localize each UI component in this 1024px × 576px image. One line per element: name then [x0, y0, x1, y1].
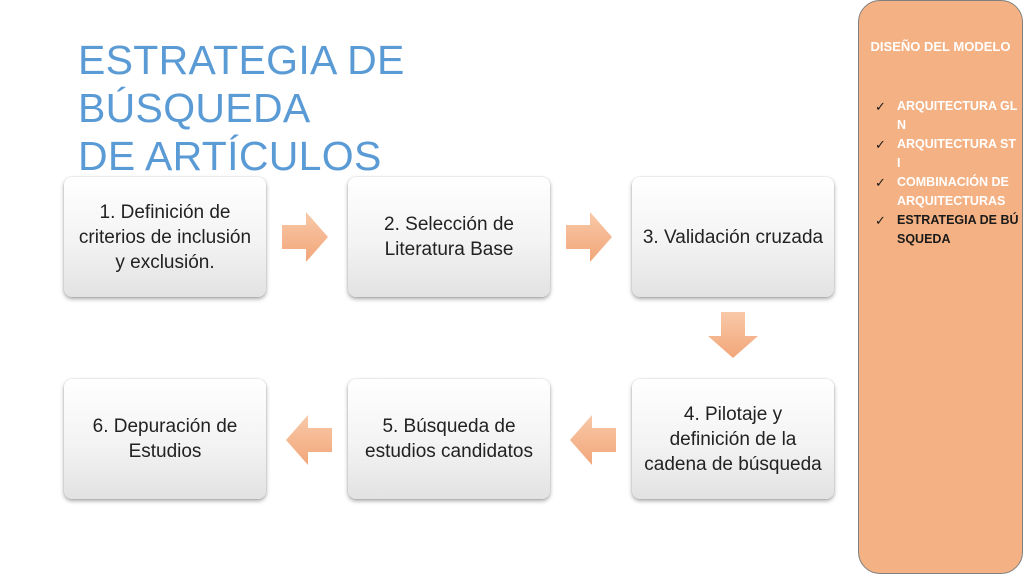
arrow-down-icon [708, 312, 758, 358]
checkmark-icon: ✓ [875, 137, 886, 152]
page-title-line-2: DE ARTÍCULOS [78, 133, 382, 179]
page-title: ESTRATEGIA DE BÚSQUEDA DE ARTÍCULOS [78, 36, 638, 180]
arrow-left-icon [570, 415, 616, 465]
sidebar-item-label: COMBINACIÓN DE ARQUITECTURAS [897, 175, 1009, 208]
sidebar-item-arquitectura-gln: ✓ ARQUITECTURA GLN [873, 97, 1019, 135]
arrow-left-icon [286, 415, 332, 465]
step-box-1: 1. Definición de criterios de inclusión … [64, 177, 266, 297]
step-box-4: 4. Pilotaje y definición de la cadena de… [632, 379, 834, 499]
sidebar-item-combinacion: ✓ COMBINACIÓN DE ARQUITECTURAS [873, 173, 1019, 211]
sidebar-item-arquitectura-sti: ✓ ARQUITECTURA STI [873, 135, 1019, 173]
arrow-right-icon [566, 212, 612, 262]
sidebar-list: ✓ ARQUITECTURA GLN ✓ ARQUITECTURA STI ✓ … [873, 97, 1019, 249]
step-box-3: 3. Validación cruzada [632, 177, 834, 297]
checkmark-icon: ✓ [875, 213, 886, 228]
checkmark-icon: ✓ [875, 99, 886, 114]
sidebar-item-estrategia: ✓ ESTRATEGIA DE BÚSQUEDA [873, 211, 1019, 249]
sidebar-panel: DISEÑO DEL MODELO ✓ ARQUITECTURA GLN ✓ A… [858, 0, 1023, 574]
page-title-line-1: ESTRATEGIA DE BÚSQUEDA [78, 37, 405, 131]
sidebar-heading: DISEÑO DEL MODELO [870, 39, 1011, 54]
sidebar-item-label: ESTRATEGIA DE BÚSQUEDA [897, 213, 1019, 246]
step-box-6: 6. Depuración de Estudios [64, 379, 266, 499]
arrow-right-icon [282, 212, 328, 262]
sidebar-item-label: ARQUITECTURA STI [897, 137, 1016, 170]
step-box-2: 2. Selección de Literatura Base [348, 177, 550, 297]
sidebar-item-label: ARQUITECTURA GLN [897, 99, 1018, 132]
checkmark-icon: ✓ [875, 175, 886, 190]
step-box-5: 5. Búsqueda de estudios candidatos [348, 379, 550, 499]
